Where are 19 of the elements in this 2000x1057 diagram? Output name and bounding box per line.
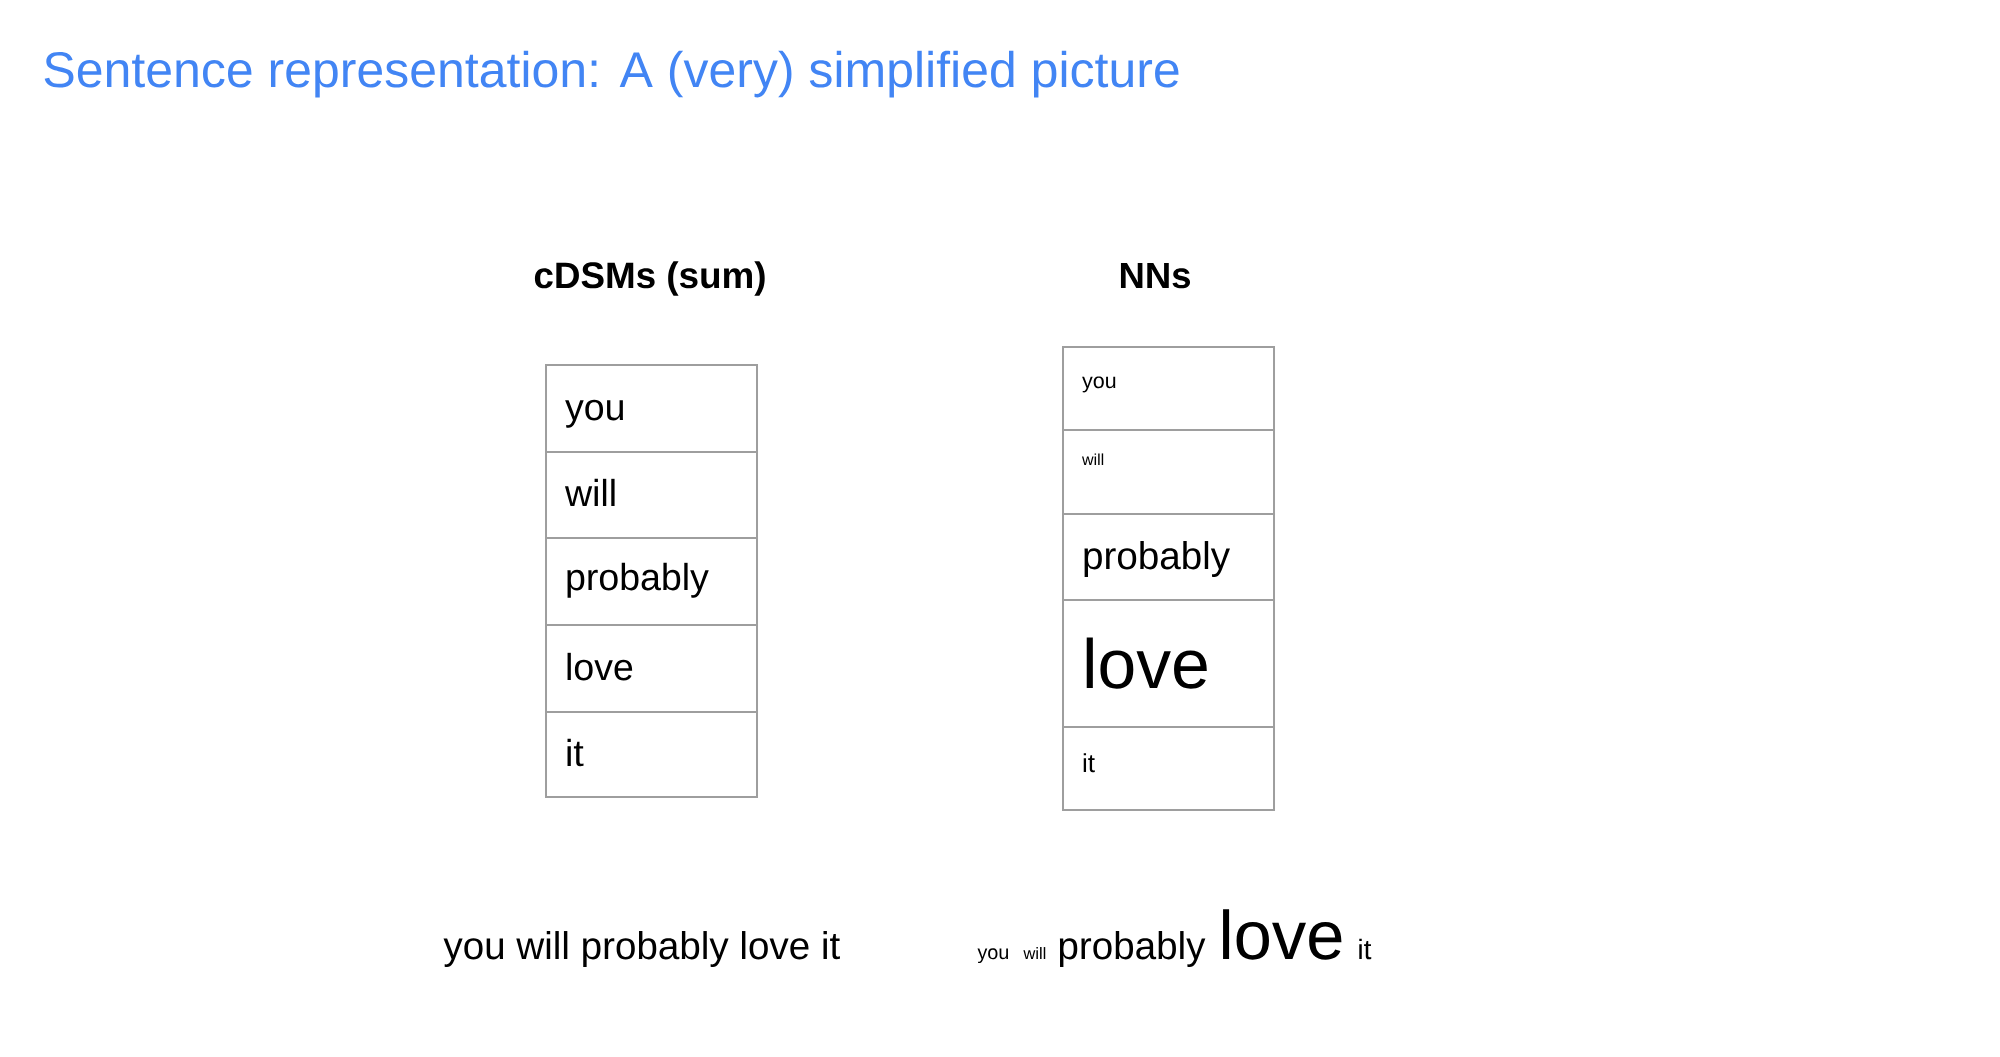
word: probably (1059, 931, 1206, 967)
word: it (1359, 938, 1372, 960)
column-heading: cDSMs (sum) (534, 261, 765, 296)
word-cell: love (1062, 599, 1275, 728)
word-cell: you (1062, 346, 1275, 431)
word-cell: probably (1062, 513, 1275, 601)
column-heading: NNs (1120, 262, 1191, 289)
word: you (977, 948, 1008, 964)
title: Sentence representation: A (very) simplified picture (44, 50, 1179, 98)
sentence: you will probably love it (443, 931, 840, 967)
word-cell: it (1062, 726, 1275, 811)
word-cell: will (1062, 429, 1275, 515)
word: will (1023, 947, 1046, 959)
word-cell: will (545, 451, 758, 539)
word-cell: love (545, 624, 758, 713)
word: love (1223, 909, 1342, 960)
word-cell: it (545, 711, 758, 798)
word-cell: probably (545, 537, 758, 626)
word-cell: you (545, 364, 758, 453)
